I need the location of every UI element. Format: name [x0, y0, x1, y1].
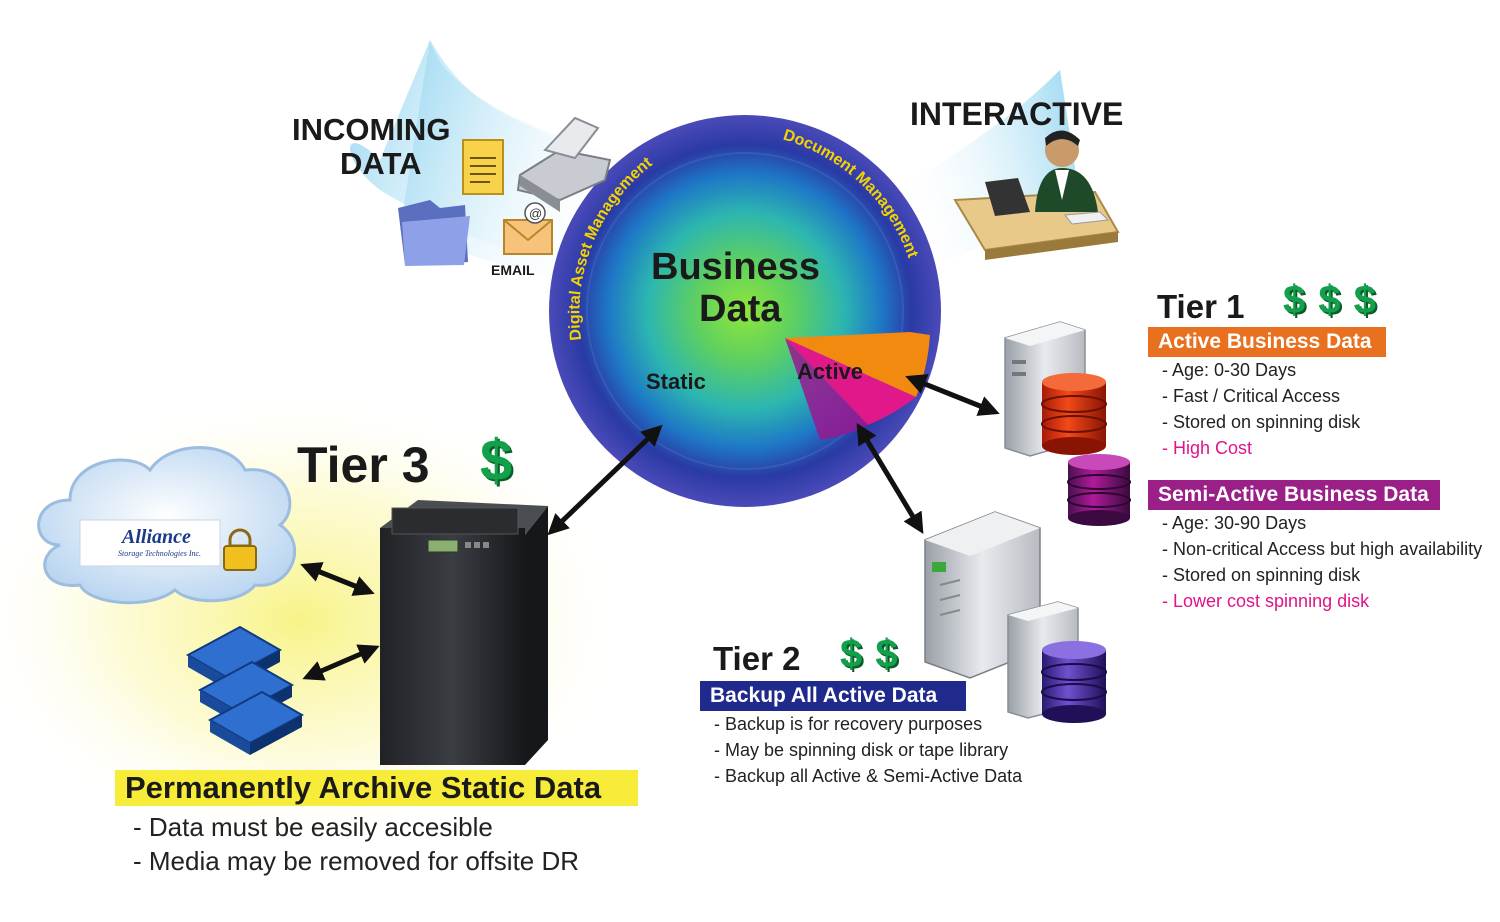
tier1-semi-cost-item: - Lower cost spinning disk: [1162, 591, 1370, 611]
removable-disk-media-icon: [185, 625, 305, 755]
tier1-active-band: Active Business Data: [1148, 327, 1386, 357]
tier2-title: Tier 2: [713, 640, 801, 677]
tier2-bullets: - Backup is for recovery purposes - May …: [714, 711, 1022, 789]
cloud-logo-subtext: Storage Technologies Inc.: [118, 549, 202, 558]
interactive-title: INTERACTIVE: [910, 96, 1124, 132]
tier3-cost-dollars: $: [480, 428, 513, 493]
arrow-cloud: [300, 562, 375, 596]
tier1-semi-active-bullets: - Age: 30-90 Days - Non-critical Access …: [1162, 510, 1482, 614]
list-item: - Media may be removed for offsite DR: [133, 846, 580, 876]
tier3-bullets: - Data must be easily accesible - Media …: [133, 810, 579, 878]
cloud-logo-text: Alliance: [122, 526, 191, 548]
tier2-backup-band: Backup All Active Data: [700, 681, 966, 711]
tier1-cost-item: - High Cost: [1162, 438, 1253, 458]
tier1-active-bullets: - Age: 0-30 Days - Fast / Critical Acces…: [1162, 357, 1360, 461]
active-wedge-pink: [785, 338, 916, 425]
interactive-fan: [880, 70, 1080, 290]
static-label: Static: [646, 369, 706, 394]
arrow-tier1: [905, 374, 1000, 416]
email-envelope-icon: @: [503, 202, 553, 255]
list-item: - Backup is for recovery purposes: [714, 714, 983, 734]
tier3-archive-cabinet-icon: [380, 500, 548, 765]
list-item: - Stored on spinning disk: [1162, 565, 1361, 585]
tier1-database-purple-icon: [1067, 454, 1131, 526]
email-label: EMAIL: [491, 262, 535, 278]
tier1-database-red-icon: [1041, 373, 1107, 455]
active-wedge-orange: [785, 332, 930, 397]
business-data-title-line2: Data: [699, 288, 782, 330]
tier2-cost-dollars: $ $: [840, 632, 899, 676]
list-item: - Age: 0-30 Days: [1162, 360, 1297, 380]
list-item: - Age: 30-90 Days: [1162, 513, 1307, 533]
list-item: - Data must be easily accesible: [133, 812, 493, 842]
business-data-title-line1: Business: [651, 246, 820, 288]
list-item: - Backup all Active & Semi-Active Data: [714, 766, 1023, 786]
svg-text:@: @: [529, 206, 542, 221]
document-icon: [462, 139, 504, 195]
list-item: - Non-critical Access but high availabil…: [1162, 539, 1483, 559]
tier1-semi-active-band: Semi-Active Business Data: [1148, 480, 1440, 510]
incoming-data-title-line2: DATA: [340, 146, 422, 181]
list-item: - Stored on spinning disk: [1162, 412, 1361, 432]
folder-icon: [398, 200, 470, 266]
tier1-title: Tier 1: [1157, 288, 1245, 325]
tier2-database-icon: [1041, 641, 1107, 723]
active-label: Active: [797, 359, 864, 384]
arrow-tier3: [547, 424, 663, 536]
list-item: - Fast / Critical Access: [1162, 386, 1341, 406]
fax-machine-icon: [516, 116, 612, 212]
person-at-desk-icon: [953, 130, 1120, 260]
tier3-title: Tier 3: [297, 437, 430, 493]
cloud-storage-icon: [37, 446, 297, 605]
list-item: - May be spinning disk or tape library: [714, 740, 1009, 760]
incoming-data-title-line1: INCOMING: [292, 112, 451, 147]
arrow-tier2: [856, 423, 924, 534]
tier1-cost-dollars: $ $ $: [1283, 278, 1377, 322]
tier3-archive-band: Permanently Archive Static Data: [115, 770, 638, 806]
arrow-disks: [302, 644, 380, 681]
